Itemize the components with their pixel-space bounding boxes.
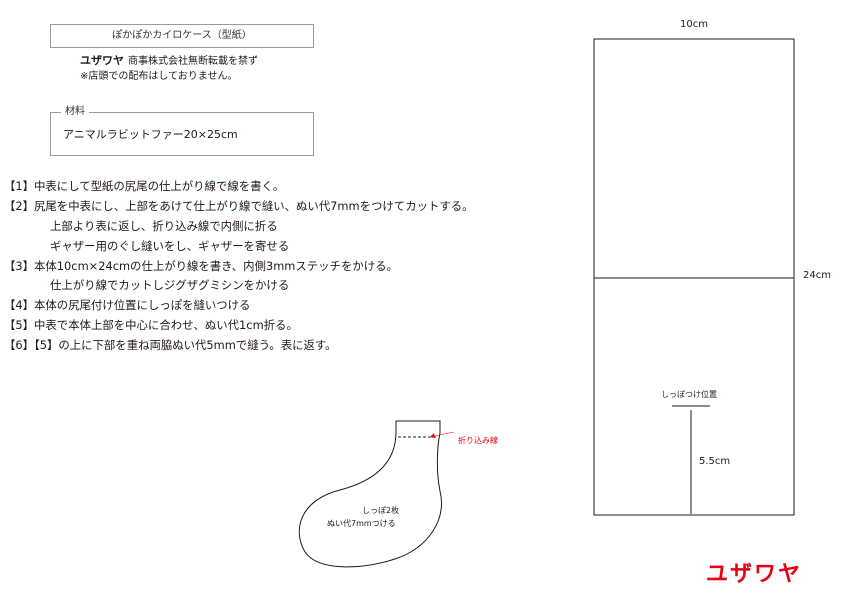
fold-line-label: 折り込み線 (458, 435, 498, 445)
tail-distance-label: 5.5cm (699, 456, 730, 467)
materials-legend: 材料 (61, 105, 89, 119)
tail-pattern: 折り込み線 しっぽ2枚 ぬい代7mmつける (298, 420, 498, 568)
step-2: 【2】尻尾を中表にし、上部をあけて仕上がり線で縫い、ぬい代7mmをつけてカットす… (4, 198, 474, 213)
tail-label-count: しっぽ2枚 (362, 505, 399, 515)
step-6: 【6】【5】の上に下部を重ね両脇ぬい代5mmで縫う。表に返す。 (4, 338, 337, 353)
pattern-title: ぽかぽかカイロケース（型紙） (112, 30, 252, 41)
instruction-steps: 【1】中表にして型紙の尻尾の仕上がり線で線を書く。 【2】尻尾を中表にし、上部を… (4, 176, 579, 355)
body-width-label: 10cm (680, 19, 708, 30)
step-2-detail-b: ギャザー用のぐし縫いをし、ギャザーを寄せる (50, 238, 290, 253)
body-height-label: 24cm (803, 270, 831, 281)
copyright-text: 商事株式会社無断転載を禁ず (128, 56, 258, 67)
tail-label-seam: ぬい代7mmつける (327, 518, 396, 528)
step-2-detail-a: 上部より表に返し、折り込み線で内側に折る (50, 218, 278, 233)
copyright-line: ユザワヤ商事株式会社無断転載を禁ず (80, 54, 258, 69)
body-pattern: 10cm 24cm しっぽつけ位置 5.5cm (593, 19, 831, 516)
pattern-title-box: ぽかぽかカイロケース（型紙） (50, 24, 314, 48)
step-3-detail: 仕上がり線でカットしジグザグミシンをかける (50, 278, 290, 293)
brand-mark: ユザワヤ (80, 54, 124, 67)
materials-box: 材料 アニマルラビットファー20×25cm (50, 105, 314, 156)
fold-arrow-icon (430, 433, 435, 438)
step-5: 【5】中表で本体上部を中心に合わせ、ぬい代1cm折る。 (4, 318, 298, 333)
materials-value: アニマルラビットファー20×25cm (63, 128, 238, 141)
step-3: 【3】本体10cm×24cmの仕上がり線を書き、内側3mmステッチをかける。 (4, 258, 398, 273)
step-1: 【1】中表にして型紙の尻尾の仕上がり線で線を書く。 (4, 179, 285, 193)
tail-position-label: しっぽつけ位置 (661, 389, 717, 399)
yuzawaya-logo: ユザワヤ (706, 556, 802, 588)
distribution-notice: ※店頭での配布はしておりません。 (80, 71, 238, 82)
tail-outline (298, 420, 442, 568)
step-4: 【4】本体の尻尾付け位置にしっぽを縫いつける (4, 298, 251, 313)
body-outline (593, 38, 795, 516)
logo-text: ユザワヤ (706, 562, 803, 587)
